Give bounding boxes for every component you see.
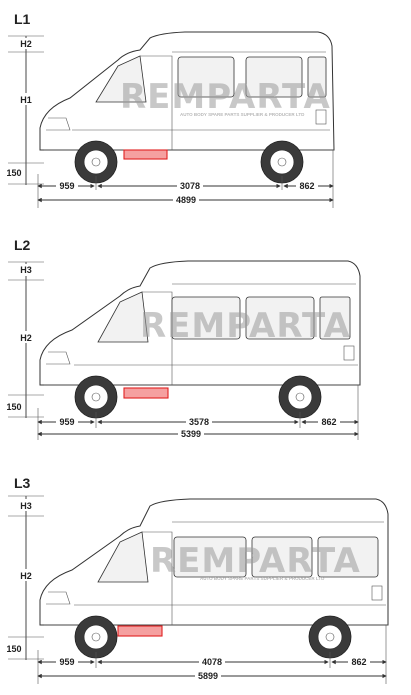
overall-length-label: 5399 (181, 429, 201, 439)
mid-height-label: H2 (20, 571, 32, 581)
variant-label: L1 (14, 11, 31, 27)
top-height-label: H3 (20, 501, 32, 511)
mid-height-label: H1 (20, 95, 32, 105)
wheelbase-label: 3078 (180, 181, 200, 191)
watermark-tagline: AUTO BODY SPARE PARTS SUPPLIER & PRODUCE… (180, 112, 305, 117)
rear-overhang-label: 862 (321, 417, 336, 427)
length-dimensions: 959 3078 862 4899 (37, 150, 334, 208)
front-overhang-label: 959 (59, 181, 74, 191)
van-l3 (39, 498, 389, 659)
height-scale: H3 H2 150 (6, 261, 44, 418)
height-scale: H2 H1 150 (6, 35, 44, 185)
sill-highlight (123, 387, 169, 399)
wheelbase-label: 4078 (202, 657, 222, 667)
watermark-brand: REMPARTA (140, 306, 351, 346)
length-dimensions: 959 4078 862 5899 (37, 625, 387, 684)
variant-l3: L3 H3 H2 150 (6, 475, 389, 684)
watermark-brand: REMPARTA (150, 541, 361, 581)
ground-clearance-label: 150 (6, 644, 21, 654)
mid-height-label: H2 (20, 333, 32, 343)
variant-l1: L1 H2 H1 150 (6, 11, 335, 208)
watermark-brand: REMPARTA (120, 77, 331, 117)
front-overhang-label: 959 (59, 417, 74, 427)
wheelbase-label: 3578 (189, 417, 209, 427)
sill-highlight (117, 625, 163, 637)
van-l2 (39, 260, 361, 419)
front-overhang-label: 959 (59, 657, 74, 667)
top-height-label: H3 (20, 265, 32, 275)
overall-length-label: 5899 (198, 671, 218, 681)
top-height-label: H2 (20, 39, 32, 49)
rear-overhang-label: 862 (351, 657, 366, 667)
length-dimensions: 959 3578 862 5399 (37, 385, 359, 440)
rear-overhang-label: 862 (299, 181, 314, 191)
height-scale: H3 H2 150 (6, 495, 44, 660)
overall-length-label: 4899 (176, 195, 196, 205)
variant-label: L2 (14, 237, 31, 253)
ground-clearance-label: 150 (6, 168, 21, 178)
variant-label: L3 (14, 475, 31, 491)
sill-highlight (123, 149, 168, 160)
variant-l2: L2 H3 H2 150 (6, 237, 361, 440)
van-l1 (39, 31, 335, 184)
ground-clearance-label: 150 (6, 402, 21, 412)
watermark-tagline: AUTO BODY SPARE PARTS SUPPLIER & PRODUCE… (200, 576, 325, 581)
